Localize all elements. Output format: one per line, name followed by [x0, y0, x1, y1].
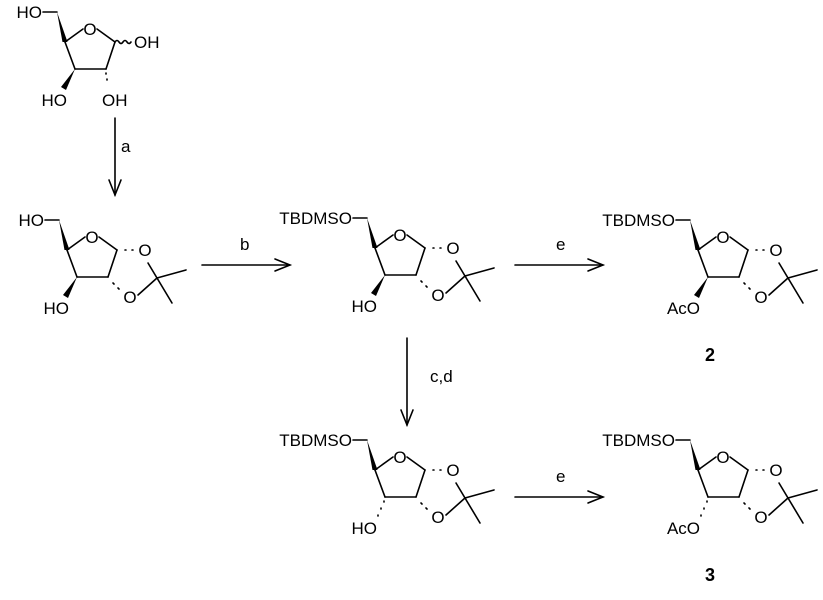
acetal-oxygen-1: O [769, 461, 782, 480]
compound-label: 2 [705, 345, 715, 365]
acetal-oxygen-2: O [431, 286, 444, 305]
c1-oh: OH [134, 33, 160, 52]
arrow-label: e [556, 235, 565, 254]
ring-oxygen: O [85, 228, 98, 247]
acetal-oxygen-1: O [769, 241, 782, 260]
compound-3: TBDMSO O O O AcO 3 [602, 431, 818, 585]
c3-substituent: AcO [667, 299, 700, 318]
arrow-label: e [556, 467, 565, 486]
c5-substituent: TBDMSO [279, 209, 352, 228]
c3-substituent: AcO [667, 519, 700, 538]
arrow-e-lower: e [514, 467, 606, 504]
c3-substituent: HO [352, 519, 378, 538]
c3-substituent: HO [352, 297, 378, 316]
arrow-label: c,d [430, 367, 453, 386]
compound-label: 3 [705, 565, 715, 585]
c3-substituent: HO [44, 299, 70, 318]
arrow-b: b [201, 235, 293, 272]
ring-oxygen: O [83, 20, 96, 39]
acetal-oxygen-2: O [431, 508, 444, 527]
starting-ribose: HO O OH OH HO [17, 3, 160, 110]
c5-oh: HO [17, 3, 43, 22]
compound-tbdms-ether: TBDMSO O O O HO [279, 209, 495, 316]
c5-substituent: TBDMSO [279, 431, 352, 450]
acetal-oxygen-2: O [123, 288, 136, 307]
c3-oh: HO [42, 91, 68, 110]
acetal-oxygen-1: O [138, 241, 151, 260]
c5-substituent: TBDMSO [602, 211, 675, 230]
ring-oxygen: O [716, 448, 729, 467]
c5-substituent: TBDMSO [602, 431, 675, 450]
arrow-a: a [108, 117, 131, 198]
arrow-e-upper: e [514, 235, 606, 272]
arrow-label: a [121, 137, 131, 156]
ring-oxygen: O [716, 228, 729, 247]
c2-oh: OH [102, 91, 128, 110]
compound-2: TBDMSO O O O AcO 2 [602, 211, 818, 365]
compound-diol-acetonide: HO O O O HO [19, 211, 187, 318]
compound-xylo-tbdms: TBDMSO O O O HO [279, 431, 495, 538]
arrow-cd: c,d [400, 337, 453, 428]
ring-oxygen: O [393, 448, 406, 467]
acetal-oxygen-1: O [446, 461, 459, 480]
acetal-oxygen-2: O [754, 288, 767, 307]
acetal-oxygen-1: O [446, 239, 459, 258]
acetal-oxygen-2: O [754, 508, 767, 527]
c5-substituent: HO [19, 211, 45, 230]
ring-oxygen: O [393, 226, 406, 245]
arrow-label: b [240, 235, 249, 254]
